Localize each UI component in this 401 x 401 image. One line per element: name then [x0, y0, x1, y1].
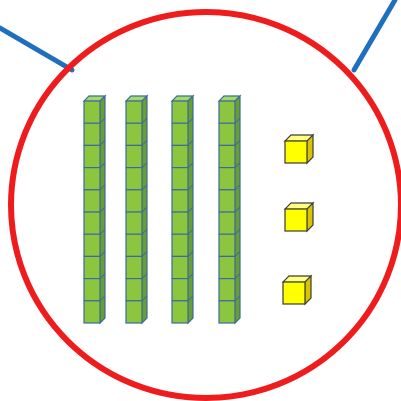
- rod-cube-edge: [141, 140, 148, 146]
- rod-cube: [83, 167, 101, 191]
- rod-cube-edge: [141, 117, 148, 124]
- rod-cube: [218, 300, 236, 324]
- rod-cube-edge: [234, 206, 241, 213]
- ten-rod-3: [170, 94, 195, 325]
- rod-cube: [125, 100, 143, 124]
- rod-cube-edge: [141, 273, 148, 279]
- rod-cube-edge: [99, 184, 106, 191]
- unit-front-face: [284, 140, 308, 164]
- rod-cube-edge: [141, 295, 148, 302]
- unit-front-face: [284, 208, 308, 232]
- string-1: [0, 25, 75, 73]
- rod-cube: [83, 300, 101, 324]
- rod-cube: [171, 278, 189, 302]
- rod-cube: [218, 189, 236, 213]
- unit-cube-2: [283, 201, 315, 233]
- rod-cube: [171, 167, 189, 191]
- rod-cube-edge: [141, 162, 148, 168]
- rod-cube-edge: [234, 184, 241, 191]
- rod-cube: [218, 255, 236, 280]
- rod-cube-edge: [234, 95, 241, 102]
- rod-cube-edge: [234, 251, 241, 257]
- rod-cube: [125, 144, 143, 169]
- rod-cube: [171, 100, 189, 124]
- string-2: [351, 0, 398, 73]
- rod-cube: [171, 144, 189, 169]
- unit-cube-3: [281, 274, 313, 306]
- rod-cube: [218, 144, 236, 169]
- rod-cube-edge: [141, 184, 148, 191]
- rod-cube: [171, 300, 189, 324]
- rod-cube-edge: [99, 228, 106, 235]
- rod-cube-edge: [141, 228, 148, 235]
- rod-cube-edge: [187, 140, 194, 146]
- rod-cube-edge: [141, 95, 148, 102]
- rod-cube-edge: [99, 140, 106, 146]
- rod-cube: [218, 167, 236, 191]
- rod-cube: [218, 122, 236, 146]
- rod-cube-edge: [234, 140, 241, 146]
- rod-cube: [125, 278, 143, 302]
- rod-cube: [125, 300, 143, 324]
- circle-outline-group: [8, 9, 401, 401]
- rod-cube: [125, 255, 143, 280]
- rod-cube: [83, 144, 101, 169]
- rod-cube-edge: [141, 251, 148, 257]
- rod-cube: [83, 233, 101, 257]
- rod-cube: [83, 100, 101, 124]
- rod-cube-edge: [187, 251, 194, 257]
- rod-cube-edge: [187, 206, 194, 213]
- rod-cube-edge: [187, 117, 194, 124]
- rod-cube: [171, 122, 189, 146]
- rod-cube: [171, 255, 189, 280]
- rod-cube: [125, 211, 143, 235]
- rod-cube-edge: [99, 251, 106, 257]
- rod-cube: [83, 211, 101, 235]
- rod-cube-edge: [99, 295, 106, 302]
- rod-cube-edge: [234, 117, 241, 124]
- rod-cube-edge: [99, 95, 106, 102]
- unit-cubes-group: [281, 133, 315, 306]
- rod-cube-edge: [234, 162, 241, 168]
- rod-cube: [125, 233, 143, 257]
- ten-rod-1: [82, 94, 107, 325]
- rod-cube: [171, 189, 189, 213]
- rod-cube: [83, 189, 101, 213]
- rod-cube-edge: [187, 228, 194, 235]
- hanging-strings: [0, 0, 398, 73]
- rod-cube-edge: [187, 162, 194, 168]
- rod-cube-edge: [234, 295, 241, 302]
- rod-cube-edge: [187, 184, 194, 191]
- rod-cube-edge: [234, 273, 241, 279]
- rod-cube: [218, 278, 236, 302]
- rod-cube-edge: [187, 273, 194, 279]
- rod-cube: [171, 233, 189, 257]
- rod-cube: [218, 233, 236, 257]
- rod-cube-edge: [187, 295, 194, 302]
- ten-rod-2: [124, 94, 149, 325]
- rod-cube-edge: [234, 228, 241, 235]
- ten-rod-4: [217, 94, 242, 325]
- rod-cube-edge: [187, 95, 194, 102]
- ten-rods-group: [82, 94, 242, 325]
- rod-cube-edge: [99, 206, 106, 213]
- rod-cube: [171, 211, 189, 235]
- rod-cube: [83, 122, 101, 146]
- unit-front-face: [282, 281, 306, 305]
- rod-cube: [83, 278, 101, 302]
- rod-cube-edge: [99, 162, 106, 168]
- rod-cube: [125, 122, 143, 146]
- rod-cube: [125, 189, 143, 213]
- rod-cube: [218, 211, 236, 235]
- rod-cube: [83, 255, 101, 280]
- rod-cube: [218, 100, 236, 124]
- rod-cube-edge: [99, 273, 106, 279]
- rod-cube-edge: [141, 206, 148, 213]
- circle-outline: [8, 9, 401, 401]
- rod-cube: [125, 167, 143, 191]
- rod-cube-edge: [99, 117, 106, 124]
- unit-cube-1: [283, 133, 315, 165]
